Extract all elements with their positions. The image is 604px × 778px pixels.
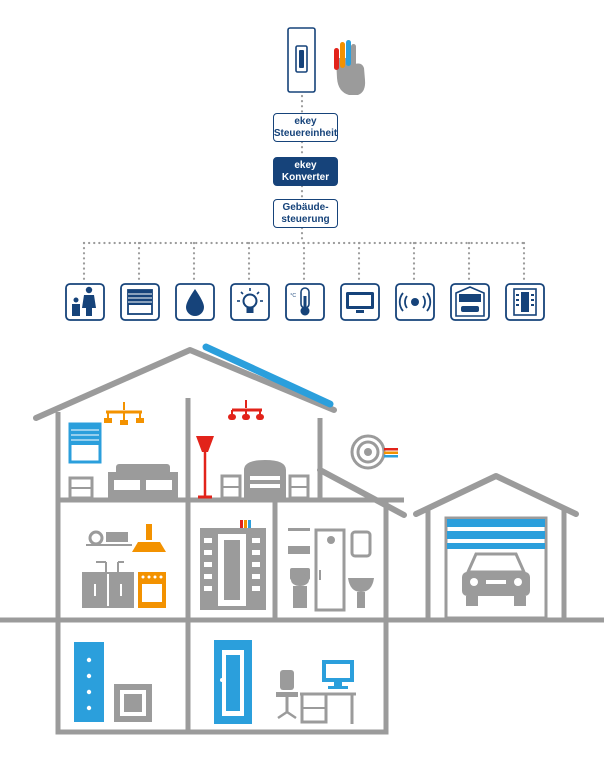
building-control-line2: steuerung bbox=[281, 213, 330, 225]
fingerprint-scanner-icon bbox=[287, 27, 316, 93]
wall-alarm-sensor bbox=[350, 434, 398, 470]
family-icon bbox=[65, 283, 105, 321]
door-panel-icon bbox=[505, 283, 545, 321]
garage bbox=[413, 473, 579, 620]
distribution-bus bbox=[82, 241, 526, 282]
basement-technic-room bbox=[74, 642, 152, 722]
entrance-door bbox=[200, 520, 266, 610]
alarm-sensor-icon bbox=[395, 283, 435, 321]
window-blind-icon bbox=[120, 283, 160, 321]
solar-panel bbox=[202, 343, 334, 408]
basement-office-room bbox=[214, 640, 356, 724]
thermometer-icon: °C bbox=[285, 283, 325, 321]
attic-left-room bbox=[68, 402, 178, 500]
device-icons-row: °C bbox=[65, 283, 545, 321]
control-unit-line2: Steuereinheit bbox=[273, 127, 338, 139]
thermometer-scale-label: °C bbox=[290, 293, 296, 299]
kitchen-room bbox=[82, 524, 166, 608]
converter-box: ekey Konverter bbox=[273, 157, 338, 186]
control-unit-line1: ekey bbox=[294, 115, 317, 127]
control-unit-box: ekey Steuereinheit bbox=[273, 113, 338, 142]
attic-right-room bbox=[196, 400, 310, 500]
car-icon bbox=[462, 552, 530, 606]
light-bulb-icon bbox=[230, 283, 270, 321]
house-illustration bbox=[0, 343, 604, 735]
converter-line1: ekey bbox=[294, 159, 317, 171]
bathroom-room bbox=[288, 528, 374, 612]
garage-door-icon bbox=[450, 283, 490, 321]
building-control-box: Gebäude- steuerung bbox=[273, 199, 338, 228]
water-drop-icon bbox=[175, 283, 215, 321]
building-control-line1: Gebäude- bbox=[282, 201, 329, 213]
finger-icon bbox=[334, 40, 366, 95]
monitor-icon bbox=[340, 283, 380, 321]
converter-line2: Konverter bbox=[281, 171, 330, 183]
